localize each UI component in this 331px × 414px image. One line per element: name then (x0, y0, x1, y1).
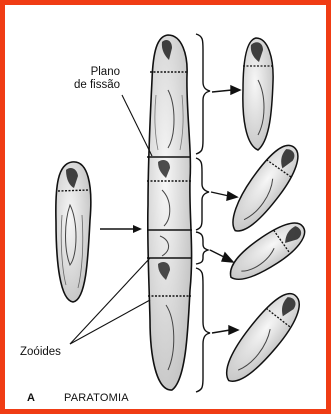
zooids-label: Zoóides (20, 346, 61, 359)
brace-group (196, 34, 210, 392)
parent-worm (56, 162, 91, 302)
fission-plane-pointer (122, 95, 152, 156)
panel-letter: A (27, 392, 35, 405)
fission-plane-label-line2: de fissão (58, 79, 120, 92)
zooid-chain (147, 35, 192, 390)
zooid-1 (243, 38, 273, 150)
fission-plane-label-line1: Plano (58, 66, 120, 79)
panel-title: PARATOMIA (64, 392, 129, 405)
fission-plane-label: Plano de fissão (58, 66, 120, 92)
zooid-4 (216, 286, 309, 391)
arrow-parent-to-chain (100, 225, 142, 233)
